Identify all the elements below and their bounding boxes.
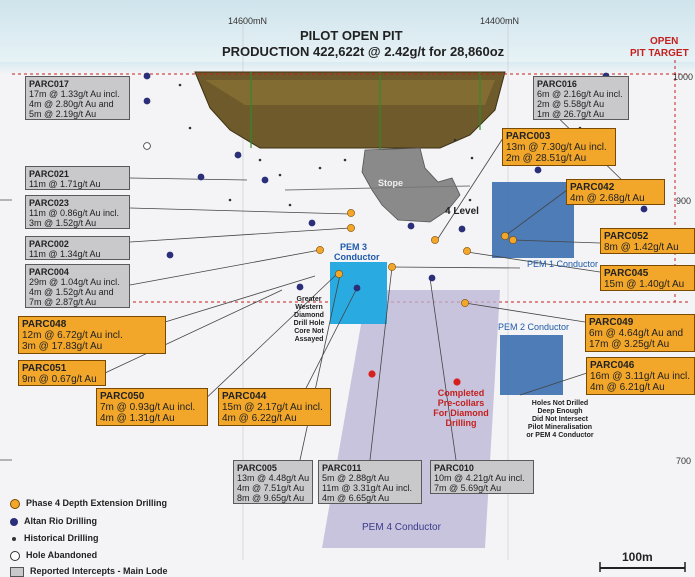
coordinate-right: 14400mN [480,16,520,26]
drill-hole [261,176,269,184]
legend-historical: Historical Drilling [10,533,99,543]
open-pit-target-label-2: PIT TARGET [630,48,689,59]
holes-not-drilled-note: Holes Not Drilled Deep Enough Did Not In… [526,400,594,439]
open-pit-target-label-1: OPEN [650,36,679,47]
level-label: 4 Level [445,206,479,217]
drill-hole [143,97,151,105]
gray-box-icon [10,566,24,577]
drill-hole [166,251,174,259]
phase4-hole [509,236,517,244]
drill-hole [534,166,542,174]
phase4-hole [501,232,509,240]
pem1-label: PEM 1 Conductor [527,259,599,269]
orange-dot-icon [10,498,20,509]
abandoned-hole [143,142,151,150]
phase4-holes [316,209,517,307]
drill-hole [234,151,242,159]
completed-precollars-note: Completed Pre-collars For Diamond Drilli… [433,388,489,428]
level-drive [284,185,471,191]
navy-dot-icon [10,517,18,526]
small-dot-icon [12,536,16,541]
phase4-hole [335,270,343,278]
precollar-hole [453,378,461,386]
coordinate-left: 14600mN [228,16,268,26]
phase4-hole [461,299,469,307]
phase4-hole [463,247,471,255]
pem3-label-2: Conductor [334,252,380,262]
drill-hole [143,72,151,80]
drill-hole [428,274,436,282]
page-subtitle: PRODUCTION 422,622t @ 2.42g/t for 28,860… [222,44,505,59]
legend-altan-rio: Altan Rio Drilling [10,516,97,526]
phase4-hole [347,224,355,232]
pem3-label-1: PEM 3 [340,242,368,252]
sky-band [0,0,695,70]
greater-western-note: Greater Western Diamond Drill Hole Core … [293,296,325,343]
elevation-label: 900 [676,196,692,206]
open-pit-highlight [205,80,495,105]
drill-hole [458,225,466,233]
drill-hole [407,222,415,230]
legend-reported-intercepts: Reported Intercepts - Main Lode [10,566,168,577]
pem2-conductor-shape [500,335,563,395]
elevation-label: 700 [676,456,692,466]
leader-lines [104,99,631,461]
drill-hole [353,284,361,292]
phase4-hole [388,263,396,271]
scale-label: 100m [622,550,653,564]
drill-hole [640,205,648,213]
elevation-label: 1000 [673,72,694,82]
phase4-hole [316,246,324,254]
phase4-hole [431,236,439,244]
open-circle-icon [10,550,20,561]
stope-shape [361,147,461,223]
pem4-label: PEM 4 Conductor [362,522,441,533]
pem2-label: PEM 2 Conductor [498,322,570,332]
precollar-hole [368,370,376,378]
legend-abandoned: Hole Abandoned [10,550,97,561]
drill-hole [308,219,316,227]
legend-phase4: Phase 4 Depth Extension Drilling [10,498,167,509]
phase4-hole [347,209,355,217]
drill-hole [197,173,205,181]
drill-hole [296,283,304,291]
surface-band [0,62,695,74]
page-title: PILOT OPEN PIT [300,28,403,43]
red-holes [368,370,461,386]
stope-label: Stope [378,178,404,188]
pem1-conductor-shape [492,182,574,258]
